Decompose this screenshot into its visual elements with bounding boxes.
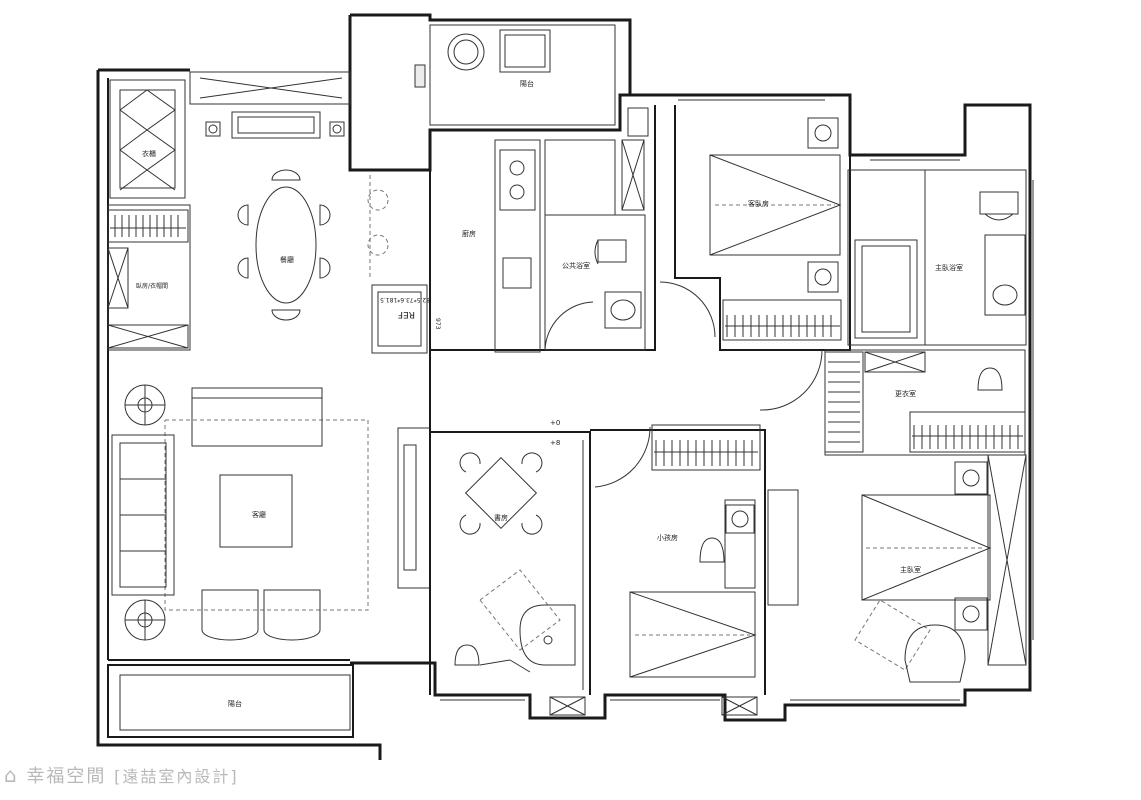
- bedroom-top-label: 客臥房: [748, 199, 769, 208]
- walkin-closet-label: 更衣室: [895, 389, 916, 398]
- balcony-top-label: 陽台: [520, 79, 534, 88]
- balcony-top-left: 衣櫃: [109, 71, 351, 199]
- bottom-niches: [549, 696, 758, 716]
- sideboard: [205, 111, 345, 139]
- master-bath: 主臥浴室: [847, 169, 1027, 346]
- bathroom-public: 公共浴室: [544, 139, 646, 351]
- house-icon: ⌂: [4, 763, 19, 787]
- master-bedroom: 主臥室: [854, 454, 1027, 683]
- storage-left-label: 衣櫃: [142, 149, 156, 158]
- balcony-top: 陽台: [414, 24, 616, 126]
- dining-label: 餐廳: [280, 255, 294, 264]
- kitchen: 廚房: [429, 105, 656, 353]
- study-center: +0 +8 書房: [430, 419, 591, 695]
- master-bath-label: 主臥浴室: [935, 263, 963, 272]
- ref-dim: 973: [434, 318, 441, 330]
- level-label-1: +0: [550, 419, 560, 427]
- watermark-designer: [遠喆室內設計]: [114, 767, 239, 786]
- ref-label: REF: [398, 309, 415, 319]
- study-center-label: 書房: [494, 513, 508, 522]
- study-left-label: 臥房/衣帽間: [136, 282, 168, 290]
- master-bedroom-label: 主臥室: [900, 565, 921, 574]
- ref-spec: 82.5*73.6*181.5: [380, 296, 430, 303]
- bedroom-child: 小孩房: [590, 424, 799, 695]
- level-label-2: +8: [550, 439, 560, 447]
- living-room: 客廳: [111, 384, 431, 641]
- living-label: 客廳: [252, 510, 266, 519]
- windows: [440, 99, 1034, 701]
- exterior-walls: [96, 13, 1032, 760]
- study-left: 臥房/衣帽間: [107, 204, 191, 351]
- watermark: ⌂ 幸福空間 [遠喆室內設計]: [4, 762, 239, 788]
- balcony-bottom: 陽台: [107, 664, 354, 738]
- balcony-bottom-label: 陽台: [228, 699, 242, 708]
- watermark-brand: 幸福空間: [26, 766, 107, 787]
- dining-set: 餐廳: [237, 169, 331, 321]
- dining-partition: REF 82.5*73.6*181.5 973: [367, 175, 441, 354]
- bathroom-public-label: 公共浴室: [562, 261, 590, 270]
- bedroom-top: 客臥房: [627, 105, 851, 351]
- kitchen-label: 廚房: [462, 229, 476, 238]
- walkin-closet: 更衣室: [759, 349, 1026, 456]
- bedroom-child-label: 小孩房: [657, 533, 678, 542]
